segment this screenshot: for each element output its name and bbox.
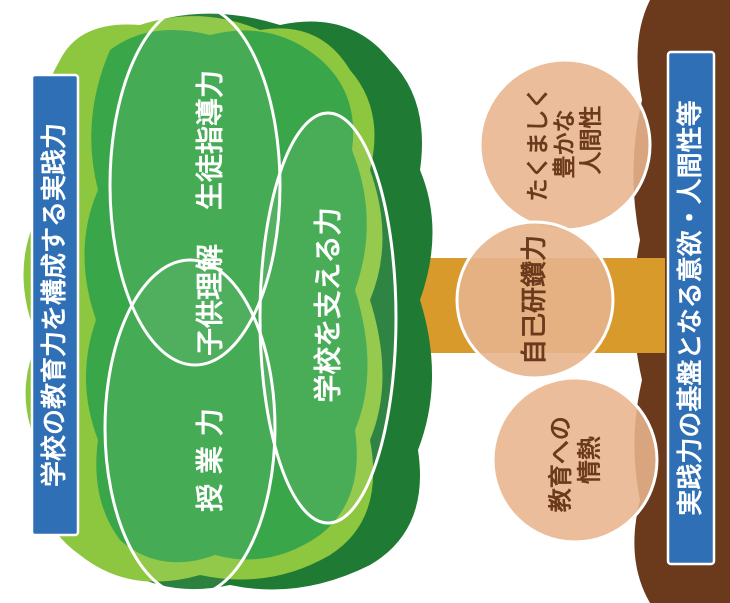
passion-line-1: 教育への (547, 416, 575, 512)
circle-passion: 教育への 情熱 (491, 376, 659, 544)
circle-passion-text: 教育への 情熱 (547, 408, 604, 512)
circle-self-improvement-text: 自己研鑽力 (519, 235, 550, 365)
humanity-line-2: 豊かな (551, 110, 578, 179)
humanity-line-3: 人間性 (578, 106, 604, 175)
circle-self-improvement: 自己研鑽力 (455, 220, 615, 380)
foundation-banner (666, 50, 716, 566)
humanity-line-1: たくましく (526, 87, 552, 202)
passion-line-2: 情熱 (575, 436, 603, 484)
ellipse-teaching (103, 258, 277, 598)
label-child-understanding: 子供理解 (194, 244, 227, 356)
canopy-banner-text: 学校の教育力を構成する実践力 (39, 123, 70, 487)
ellipse-school-support (258, 111, 398, 525)
label-student-guidance: 生徒指導力 (194, 70, 227, 210)
label-teaching: 授 業 力 (194, 408, 227, 512)
circle-humanity-text: たくましく 豊かな 人間性 (526, 78, 605, 201)
canopy-banner (30, 73, 80, 537)
tree-canopy (23, 13, 433, 590)
label-school-support: 学校を支える力 (312, 207, 345, 402)
ellipse-student-guidance (108, 3, 282, 367)
circle-humanity: たくましく 豊かな 人間性 (478, 58, 652, 232)
foundation-banner-text: 実践力の基盤となる意欲・人間性等 (675, 100, 706, 515)
